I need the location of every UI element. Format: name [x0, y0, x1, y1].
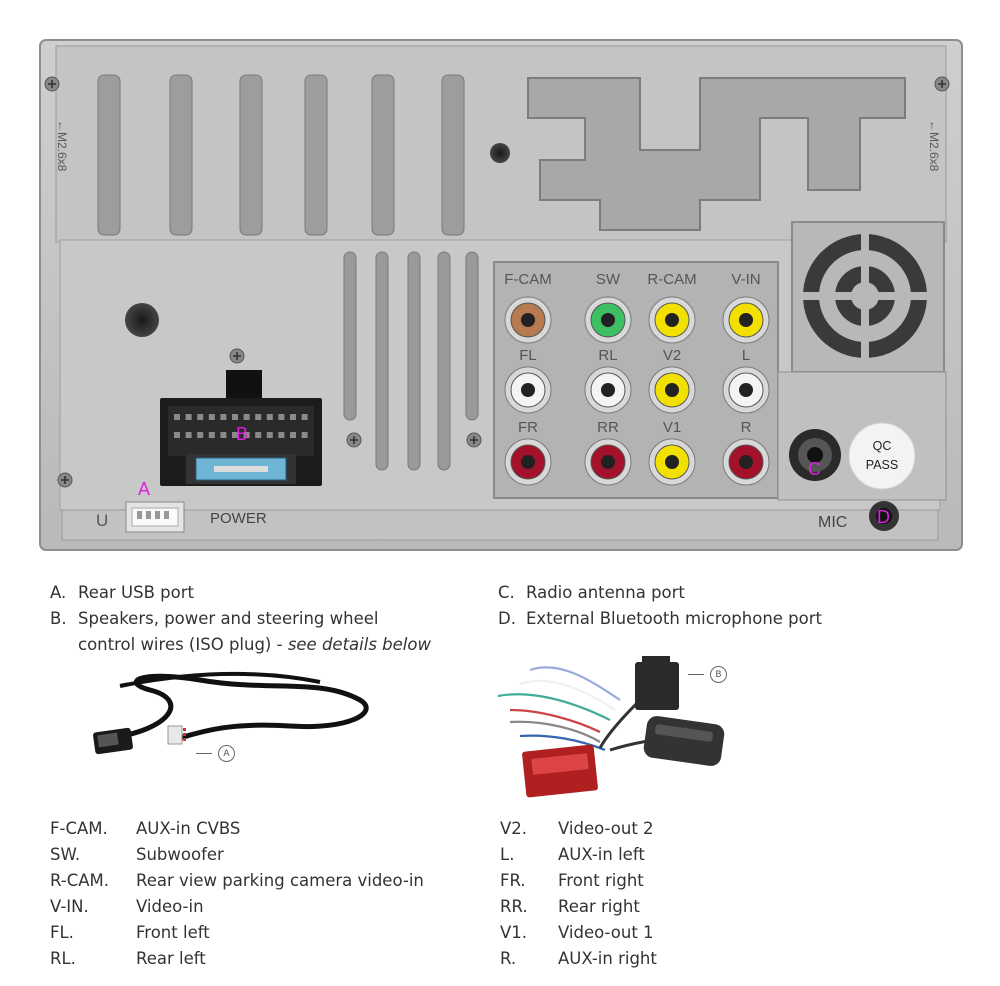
legend-left: A. Rear USB port B. Speakers, power and … [50, 580, 431, 658]
rca-jack [584, 366, 632, 414]
marker-c: C [808, 459, 821, 479]
screw-spec-right: ←M2.6x8 [927, 120, 941, 172]
screw-spec-left: ←M2.6x8 [55, 120, 69, 172]
abbr-item: V1.Video-out 1 [500, 923, 654, 942]
callout-a: A [196, 745, 235, 762]
legend-item: B. Speakers, power and steering wheel [50, 609, 379, 628]
rca-label: FL [519, 347, 537, 364]
abbr-item: V-IN.Video-in [50, 897, 204, 916]
maze-pattern [527, 77, 906, 231]
mic-port [869, 501, 899, 531]
rca-label: F-CAM [504, 271, 552, 288]
abbreviations-right: V2.Video-out 2 L.AUX-in left FR.Front ri… [500, 816, 657, 972]
iso-harness-illustration [497, 656, 725, 798]
abbr-item: V2.Video-out 2 [500, 819, 654, 838]
rca-label: SW [596, 271, 621, 288]
rca-label: RL [598, 347, 617, 364]
marker-a: A [138, 479, 150, 499]
rca-jack [504, 296, 552, 344]
legend-item: A. Rear USB port [50, 583, 194, 602]
callout-b: B [688, 666, 727, 683]
marker-b: B [236, 424, 248, 444]
rca-jack [584, 296, 632, 344]
bottom-strip [61, 509, 939, 541]
rca-connectors: F-CAM SW R-CAM V-IN FL RL V2 L FR RR V1 R [504, 271, 770, 486]
abbr-item: FR.Front right [500, 871, 644, 890]
qc-pass-sticker: QC PASS [848, 422, 916, 490]
rca-label: L [742, 347, 750, 364]
mount-hole-left [125, 303, 159, 337]
rca-jack [504, 438, 552, 486]
iso-connector [160, 370, 322, 486]
abbr-item: R.AUX-in right [500, 949, 657, 968]
svg-text:PASS: PASS [866, 458, 898, 472]
rca-jack [648, 438, 696, 486]
rca-jack [722, 296, 770, 344]
mic-label: MIC [818, 514, 847, 531]
rca-label: RR [597, 419, 619, 436]
rca-label: FR [518, 419, 538, 436]
abbr-item: F-CAM.AUX-in CVBS [50, 819, 241, 838]
abbr-item: R-CAM.Rear view parking camera video-in [50, 871, 424, 890]
rca-jack [648, 366, 696, 414]
rca-jack [722, 438, 770, 486]
rca-label: R [741, 419, 752, 436]
usb-label: U [96, 511, 108, 530]
marker-d: D [877, 507, 890, 527]
mount-hole-top [490, 143, 510, 163]
usb-cable-illustration [93, 671, 369, 755]
rca-label: V2 [663, 347, 681, 364]
rca-label: R-CAM [647, 271, 696, 288]
rca-jack [722, 366, 770, 414]
fan-housing [791, 221, 945, 373]
abbr-item: SW.Subwoofer [50, 845, 224, 864]
rca-label: V1 [663, 419, 681, 436]
rear-usb-port [125, 501, 185, 533]
abbr-item: L.AUX-in left [500, 845, 645, 864]
rca-jack [504, 366, 552, 414]
legend-right: C. Radio antenna port D. External Blueto… [498, 580, 822, 632]
abbreviations-left: F-CAM.AUX-in CVBS SW.Subwoofer R-CAM.Rea… [50, 816, 424, 972]
rca-jack [584, 438, 632, 486]
legend-item-cont: control wires (ISO plug) - see details b… [78, 635, 431, 654]
rca-jack [648, 296, 696, 344]
vent-slots [343, 251, 479, 471]
abbr-item: RR.Rear right [500, 897, 640, 916]
svg-text:QC: QC [873, 439, 892, 453]
power-label: POWER [210, 510, 267, 527]
abbr-item: RL.Rear left [50, 949, 206, 968]
legend-item: C. Radio antenna port [498, 583, 685, 602]
abbr-item: FL.Front left [50, 923, 210, 942]
legend-item: D. External Bluetooth microphone port [498, 609, 822, 628]
rca-label: V-IN [731, 271, 760, 288]
cooling-fins [97, 74, 465, 236]
